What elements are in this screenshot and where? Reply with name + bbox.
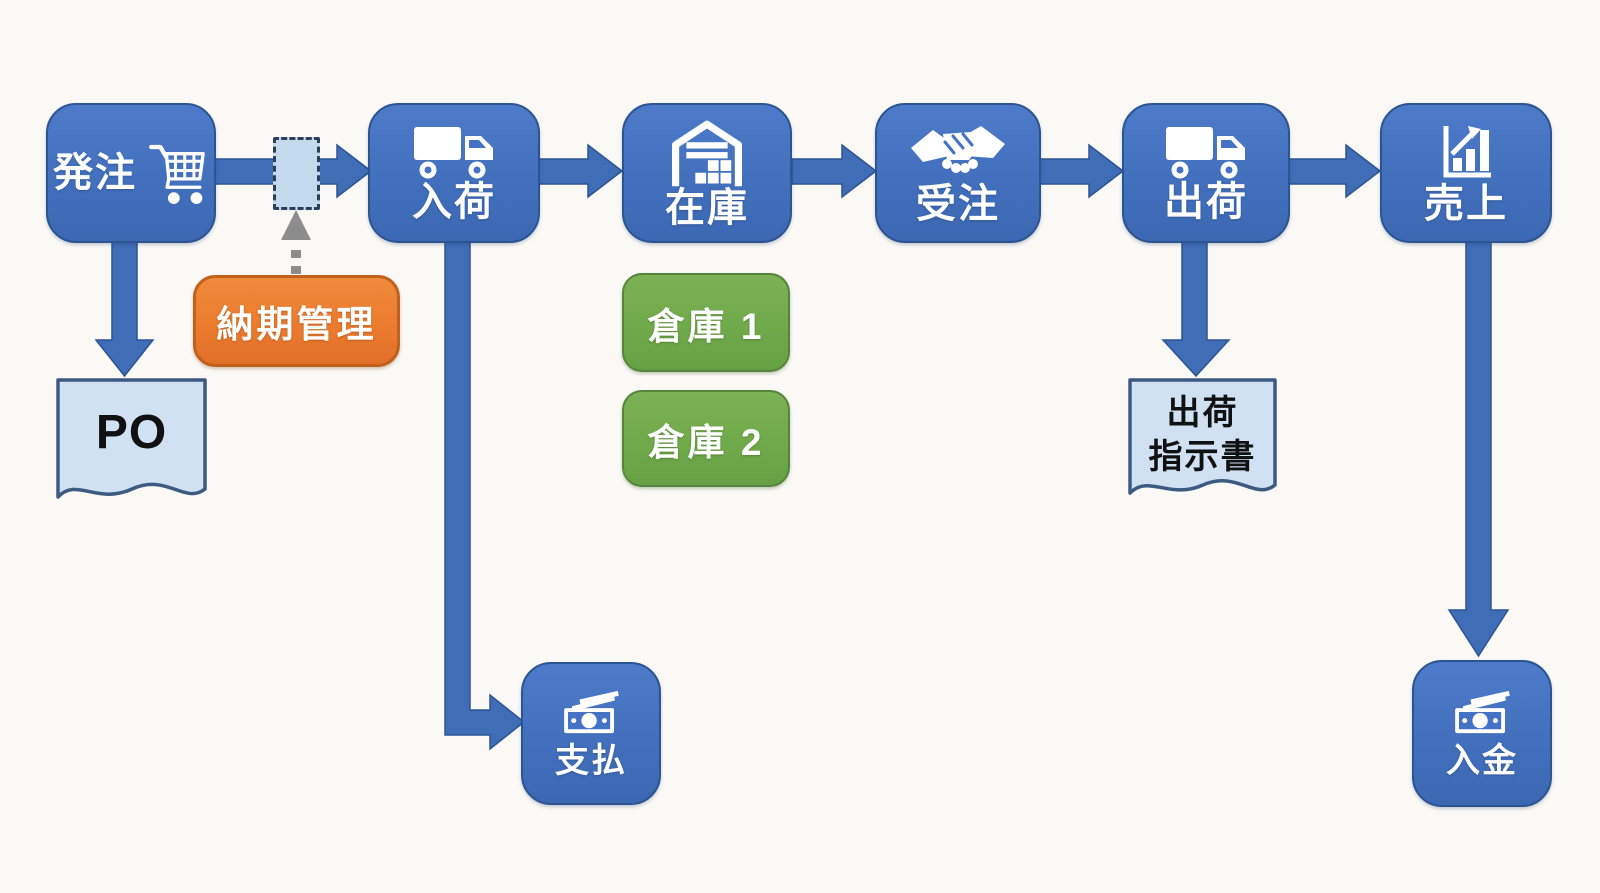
- growth-chart-icon: [1435, 122, 1497, 184]
- node-delivery-management: 納期管理: [193, 275, 400, 367]
- node-deposit-label: 入金: [1446, 742, 1518, 780]
- node-sales-order-label: 受注: [916, 182, 1000, 226]
- arrow-sales-to-deposit: [1447, 240, 1510, 658]
- document-shape: [1128, 378, 1277, 495]
- arrow-receiving-to-payment: [444, 239, 526, 751]
- node-delivery-management-label: 納期管理: [216, 304, 377, 345]
- node-order-label: 発注: [53, 151, 137, 195]
- arrow-shipping-to-sales: [1287, 143, 1382, 199]
- node-warehouse-1: 倉庫 1: [622, 273, 790, 372]
- node-shipping: 出荷: [1122, 103, 1290, 243]
- node-receiving: 入荷: [368, 103, 540, 243]
- node-order: 発注: [46, 103, 216, 243]
- node-sales: 売上: [1380, 103, 1552, 243]
- arrow-deliverymgmt-to-dashedbox: [281, 210, 311, 274]
- arrow-inventory-to-salesorder: [791, 143, 878, 199]
- shopping-cart-icon: [147, 137, 209, 209]
- truck-icon: [411, 124, 497, 182]
- money-bills-icon: [558, 689, 624, 740]
- shipping-instruction-line2: 指示書: [1148, 438, 1257, 477]
- node-inventory-label: 在庫: [665, 186, 749, 230]
- arrow-receiving-to-inventory: [537, 143, 624, 199]
- document-po: PO: [55, 377, 208, 519]
- node-sales-order: 受注: [875, 103, 1041, 243]
- node-payment: 支払: [521, 662, 661, 805]
- node-deposit: 入金: [1412, 660, 1552, 807]
- node-warehouse-2: 倉庫 2: [622, 390, 790, 487]
- arrow-salesorder-to-shipping: [1038, 143, 1125, 199]
- dashed-checkpoint-box: [273, 137, 320, 210]
- shipping-instruction-line1: 出荷: [1166, 394, 1239, 432]
- arrow-order-to-po: [94, 239, 155, 378]
- node-inventory: 在庫: [622, 103, 792, 243]
- handshake-icon: [909, 122, 1007, 184]
- warehouse-icon: [667, 118, 747, 188]
- document-shipping-instruction-label: 出荷 指示書: [1127, 391, 1278, 479]
- document-shipping-instruction: 出荷 指示書: [1127, 377, 1278, 515]
- truck-icon: [1163, 124, 1249, 182]
- arrow-shipping-to-instruction: [1161, 240, 1231, 378]
- money-bills-icon: [1449, 689, 1515, 740]
- document-po-label: PO: [95, 406, 168, 459]
- node-receiving-label: 入荷: [412, 180, 496, 224]
- node-payment-label: 支払: [555, 742, 627, 780]
- node-shipping-label: 出荷: [1164, 180, 1248, 224]
- node-sales-label: 売上: [1424, 182, 1508, 226]
- node-warehouse-1-label: 倉庫 1: [647, 305, 765, 347]
- node-warehouse-2-label: 倉庫 2: [647, 421, 765, 463]
- document-shape: [56, 378, 207, 499]
